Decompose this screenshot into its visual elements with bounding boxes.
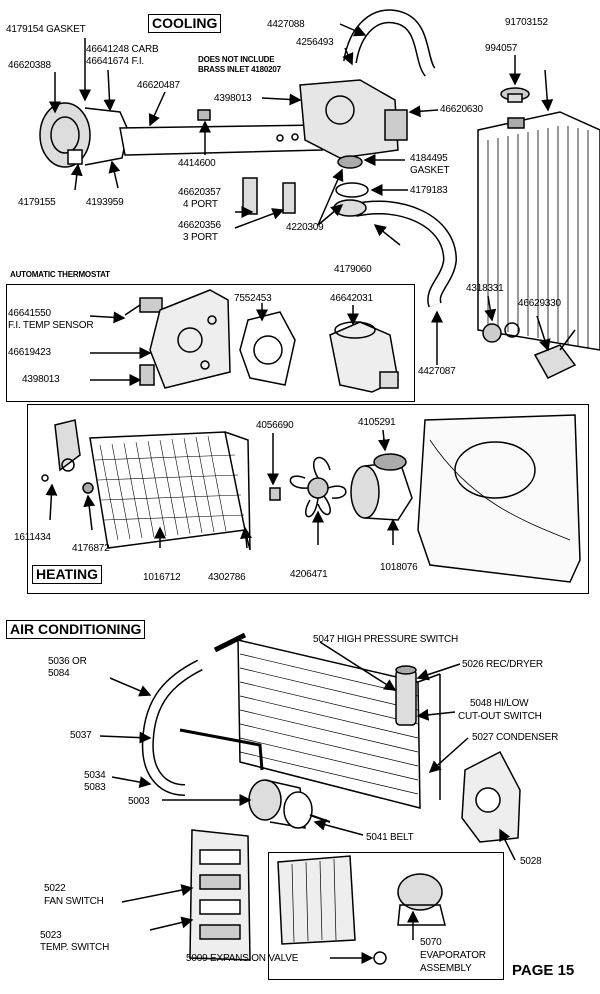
part-label-1611434: 1611434 <box>14 532 51 543</box>
part-label-46641550-desc: F.I. TEMP SENSOR <box>8 320 94 331</box>
part-label-4256493: 4256493 <box>296 37 334 48</box>
part-label-46619423: 46619423 <box>8 347 51 358</box>
part-label-5023-desc: TEMP. SWITCH <box>40 942 110 953</box>
part-label-5027: 5027 CONDENSER <box>472 732 559 743</box>
part-label-4105291: 4105291 <box>358 417 396 428</box>
part-label-4179154: 4179154 GASKET <box>6 24 86 35</box>
sensor-small-drawing <box>242 177 296 215</box>
part-label-4184495-gasket: GASKET <box>410 165 450 176</box>
part-label-5084: 5084 <box>48 668 70 679</box>
part-label-46641674: 46641674 F.I. <box>86 56 145 67</box>
part-label-5009: 5009 EXPANSION VALVE <box>186 953 299 964</box>
radiator-cap-drawing <box>500 87 530 103</box>
section-title-air-conditioning: AIR CONDITIONING <box>6 620 146 639</box>
evaporator-box <box>268 852 504 980</box>
part-label-46620388: 46620388 <box>8 60 51 71</box>
heater-housing-drawing <box>417 414 581 583</box>
part-label-46620356: 46620356 <box>178 220 221 231</box>
note-line-2: BRASS INLET 4180207 <box>198 65 281 74</box>
thermostat-gasket-drawing <box>239 311 296 386</box>
part-label-4220309: 4220309 <box>286 222 324 233</box>
part-label-5070-assembly: ASSEMBLY <box>420 963 472 974</box>
part-label-4179183: 4179183 <box>410 185 448 196</box>
thermostat-housing-drawing <box>299 79 408 159</box>
part-label-994057: 994057 <box>485 43 518 54</box>
thermostat-elbow-drawing <box>329 321 399 393</box>
part-label-5022: 5022 <box>44 883 66 894</box>
part-label-46641248: 46641248 CARB <box>86 44 159 55</box>
part-label-5036: 5036 OR <box>48 656 87 667</box>
note-line-1: DOES NOT INCLUDE <box>198 55 275 64</box>
heater-fan-drawing <box>289 456 347 518</box>
part-label-4184495: 4184495 <box>410 153 448 164</box>
part-label-5083: 5083 <box>84 782 106 793</box>
radiator-drawing <box>477 111 600 351</box>
water-pump-drawing <box>39 102 129 168</box>
part-label-4414600: 4414600 <box>178 158 216 169</box>
part-label-4318331: 4318331 <box>466 283 504 294</box>
fan-switch-drawing <box>533 329 577 379</box>
part-label-46620630: 46620630 <box>440 104 483 115</box>
receiver-dryer-drawing <box>395 665 417 726</box>
part-label-4427088: 4427088 <box>267 19 305 30</box>
part-label-5028: 5028 <box>520 856 542 867</box>
part-label-4056690: 4056690 <box>256 420 294 431</box>
part-label-46620356-port: 3 PORT <box>183 232 218 243</box>
part-label-4302786: 4302786 <box>208 572 246 583</box>
part-label-4398013-thermostat: 4398013 <box>22 374 60 385</box>
part-label-5022-desc: FAN SWITCH <box>44 896 104 907</box>
part-label-5070-evaporator: EVAPORATOR <box>420 950 486 961</box>
heater-motor-drawing <box>350 453 413 521</box>
part-label-91703152: 91703152 <box>505 17 548 28</box>
water-pipe-drawing <box>119 109 323 156</box>
heater-core-drawing <box>89 431 251 551</box>
part-label-4179155: 4179155 <box>18 197 56 208</box>
part-label-4176872: 4176872 <box>72 543 110 554</box>
part-label-46620357: 46620357 <box>178 187 221 198</box>
evaporator-assembly-drawing <box>277 855 446 965</box>
heater-valve-drawing <box>41 419 94 494</box>
evaporator-housing-drawing <box>461 750 521 843</box>
part-label-7552453: 7552453 <box>234 293 272 304</box>
part-label-1016712: 1016712 <box>143 572 181 583</box>
part-label-4179060: 4179060 <box>334 264 372 275</box>
part-label-5023: 5023 <box>40 930 62 941</box>
part-label-1018076: 1018076 <box>380 562 418 573</box>
part-label-4206471: 4206471 <box>290 569 328 580</box>
compressor-drawing <box>248 779 331 829</box>
part-label-5047: 5047 HIGH PRESSURE SWITCH <box>313 634 459 645</box>
section-title-cooling: COOLING <box>148 14 222 33</box>
condenser-drawing <box>237 639 441 809</box>
upper-hose-drawing <box>343 9 436 77</box>
part-label-5034: 5034 <box>84 770 106 781</box>
part-label-5070: 5070 <box>420 937 442 948</box>
part-label-4193959: 4193959 <box>86 197 124 208</box>
lower-hose-drawing <box>353 200 458 308</box>
part-label-46620357-port: 4 PORT <box>183 199 218 210</box>
part-label-5048-desc: CUT-OUT SWITCH <box>458 711 542 722</box>
fan-nut-drawing <box>269 487 281 501</box>
part-label-5048: 5048 HI/LOW <box>470 698 529 709</box>
temp-switch-drawing <box>482 322 520 343</box>
part-label-5003: 5003 <box>128 796 150 807</box>
part-label-5026: 5026 REC/DRYER <box>462 659 543 670</box>
temp-sensor-drawing <box>124 297 163 316</box>
leader-arrows <box>45 23 554 964</box>
thermostat-bracket-drawing <box>139 289 231 389</box>
part-label-46642031: 46642031 <box>330 293 373 304</box>
ac-control-panel-drawing <box>189 829 251 961</box>
heating-box <box>27 404 589 594</box>
section-title-automatic-thermostat: AUTOMATIC THERMOSTAT <box>10 270 110 279</box>
part-label-4427087: 4427087 <box>418 366 456 377</box>
part-label-4398013: 4398013 <box>214 93 252 104</box>
part-label-46620487: 46620487 <box>137 80 180 91</box>
page-number: PAGE 15 <box>512 962 575 979</box>
part-label-46629330: 46629330 <box>518 298 561 309</box>
section-title-heating: HEATING <box>32 565 102 584</box>
part-label-46641550: 46641550 <box>8 308 51 319</box>
part-label-5041: 5041 BELT <box>366 832 414 843</box>
automatic-thermostat-box <box>6 284 415 402</box>
part-label-5037: 5037 <box>70 730 92 741</box>
